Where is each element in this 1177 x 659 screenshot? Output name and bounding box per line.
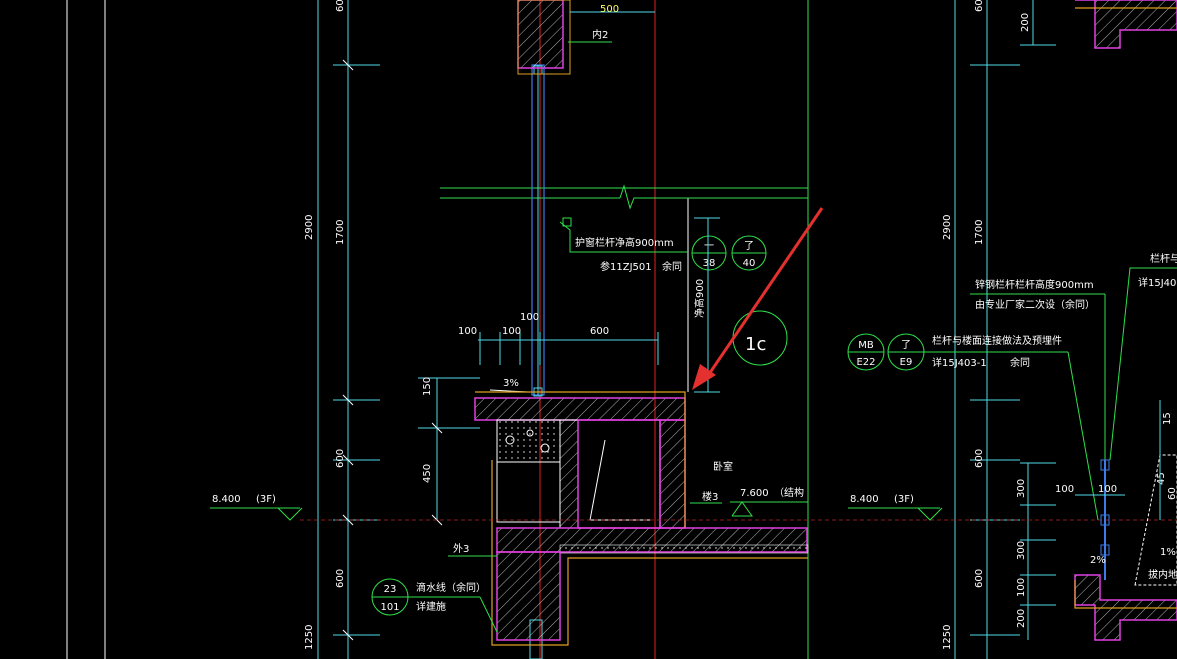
bubble-e9-bottom: E9 [900,357,913,368]
rail-conn-leader-diag [1067,351,1099,521]
right-bottom-wall [1074,574,1177,641]
dim-100-c: 100 [520,312,539,323]
level-left-floor: (3F) [256,494,276,505]
rail-conn-note-1: 栏杆与楼面连接做法及预埋件 [932,334,1062,347]
dim-left-600-low: 600 [335,569,346,588]
room-label: 卧室 [713,460,733,473]
dim-right-200-top: 200 [1020,13,1031,32]
rail-height-label: 净高900 [693,279,706,318]
right-slope-2: 2% [1090,555,1106,566]
right-dim-100a: 100 [1055,484,1074,495]
bubble-mb-top: MB [858,340,874,351]
level-right-floor: (3F) [894,494,914,505]
elevation-note: （结构 [774,486,804,499]
sill-dims [418,377,480,526]
right-edge-note-1: 栏杆与 [1150,252,1177,265]
slope-3: 3% [503,378,519,389]
rail-conn-note-3: 余同 [1010,356,1030,369]
steel-rail-note-2: 由专业厂家二次设（余同） [975,298,1095,311]
steel-rail-note-1: 锌钢栏杆栏杆高度900mm [975,278,1094,291]
level-right-value: 8.400 [850,494,879,505]
left-dimension-lines [66,0,380,659]
detail-bubble-38[interactable]: 一 38 [691,235,727,271]
drip-bubble-top: 23 [384,584,397,595]
drip-note-1: 滴水线（余同） [416,581,486,594]
elevation-marker [730,501,808,517]
elevation-value: 7.600 [740,488,769,499]
right-top-wall [1075,0,1177,49]
dim-right-200: 200 [1016,609,1027,628]
rail-note-1: 护窗栏杆净高900mm [575,236,674,249]
dims-row-lines [478,332,659,365]
rail-break-line [440,184,808,210]
bubble-mb[interactable]: MB E22 [847,333,885,371]
right-edge-leader [1109,267,1177,461]
bubble-mb-bottom: E22 [856,357,875,368]
dim-100-a: 100 [458,326,477,337]
drip-leader-diag [479,596,498,633]
drip-note-2: 详建施 [416,600,446,613]
dim-right-300b: 300 [1016,541,1027,560]
dim-right-300a: 300 [1016,479,1027,498]
level-marker-left [210,507,303,521]
right-dim-45: 45 [1156,472,1167,485]
upper-wall-block [517,0,571,75]
level-left-value: 8.400 [212,494,241,505]
detail-38-top: 一 [704,241,714,252]
right-edge-note-2: 详15J403 [1138,276,1177,289]
rail-conn-note-2: 详15J403-1 [932,356,987,369]
dim-left-2900: 2900 [304,215,315,240]
dim-left-600-mid: 600 [335,449,346,468]
dim-left-600-top: 600 [335,0,346,12]
bubble-e9-top: 了 [901,339,911,351]
note-inner: 内2 [592,28,608,41]
dim-100-b: 100 [502,326,521,337]
rail-note-3: 余同 [662,260,682,273]
red-annotation-arrow [692,207,824,390]
bubble-1c[interactable]: 1c [732,310,788,366]
detail-bubble-40[interactable]: 了 40 [731,235,767,271]
right-slope-1: 1% [1160,547,1176,558]
drip-bubble[interactable]: 23 101 [371,578,409,616]
right-dim-60: 60 [1167,487,1177,500]
right-label-inner: 拔内地 [1148,568,1177,581]
rail-height-dim [694,217,720,393]
detail-38-bottom: 38 [703,258,716,269]
outer-label: 外3 [453,543,469,555]
rail-note-leader [559,217,688,253]
dim-right-600-mid: 600 [974,449,985,468]
right-dimension-lines [954,0,1056,659]
dim-right-600-top: 600 [974,0,985,12]
dim-left-1700: 1700 [335,220,346,245]
dim-right-1250: 1250 [942,625,953,650]
bubble-1c-label: 1c [745,334,766,355]
window-sill-section [474,391,686,529]
drip-bubble-bottom: 101 [380,602,399,613]
dim-right-600-low: 600 [974,569,985,588]
rail-note-2: 参11ZJ501 [600,260,652,273]
right-rail-post [1100,459,1110,580]
detail-40-top: 了 [744,240,754,252]
level-marker-right [848,507,943,521]
floor-label: 楼3 [702,490,718,503]
dim-right-2900: 2900 [942,215,953,240]
dim-150: 150 [422,377,433,396]
right-dim-100b: 100 [1098,484,1117,495]
dim-600: 600 [590,326,609,337]
dim-450: 450 [422,464,433,483]
detail-40-bottom: 40 [743,258,756,269]
bubble-e9[interactable]: 了 E9 [887,333,925,371]
dim-right-100: 100 [1016,578,1027,597]
dim-left-1250: 1250 [304,625,315,650]
dim-right-1700: 1700 [974,220,985,245]
dim-top-500: 500 [600,4,619,15]
floor-slab [491,460,809,646]
right-dim-15: 15 [1162,412,1173,425]
